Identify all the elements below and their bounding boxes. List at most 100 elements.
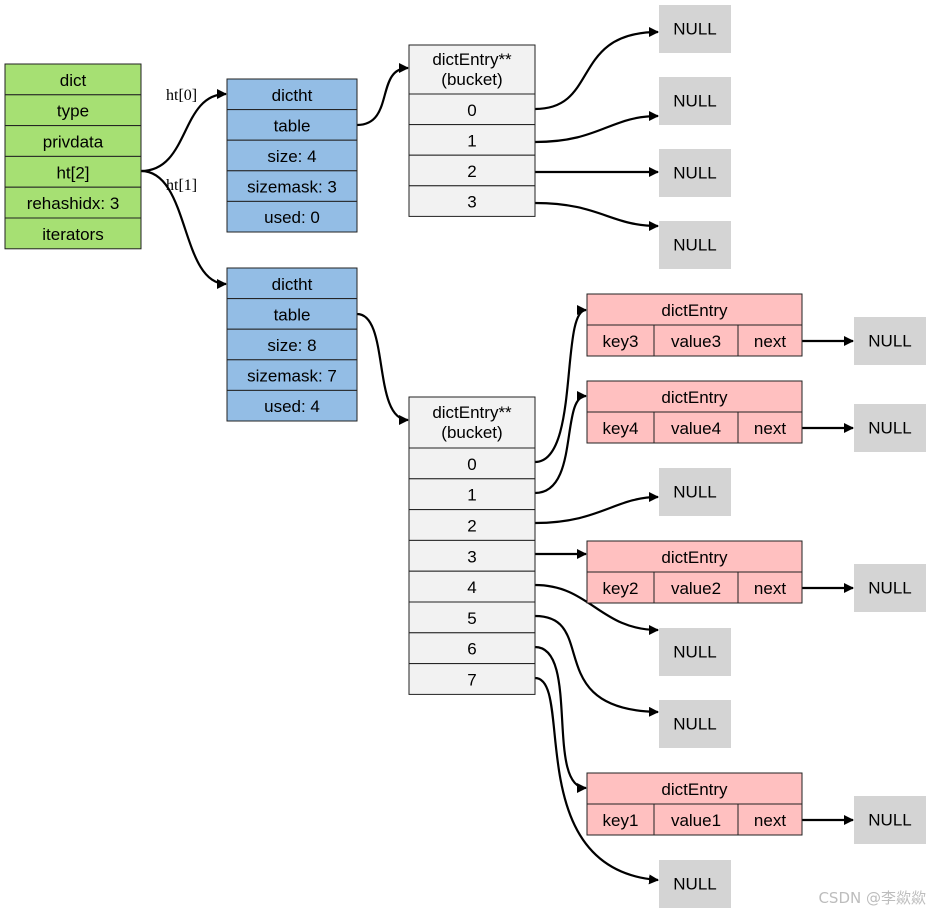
- bucket-array-1-slot-label: 2: [467, 517, 476, 536]
- dict-entry-title: dictEntry: [661, 780, 728, 799]
- bucket-array-0-header-title: dictEntry**: [432, 50, 512, 69]
- null-box-bg: [659, 468, 731, 516]
- dict-struct-cell: [4, 217, 142, 250]
- dict-entry-value-cell: [653, 571, 739, 604]
- dict-entry-next-cell: [737, 571, 803, 604]
- bucket-array-1-slot-label: 1: [467, 486, 476, 505]
- bucket-array-1-slot: [408, 570, 536, 603]
- null-box: NULL: [659, 149, 731, 197]
- null-box: NULL: [659, 628, 731, 676]
- bucket-array-1-slot-label: 4: [467, 578, 476, 597]
- dictht-0-field: sizemask: 3: [247, 178, 337, 197]
- dict-struct-field: type: [57, 102, 89, 121]
- edge-b1-slot0: [534, 305, 587, 464]
- dictht-1-cell: [226, 298, 358, 330]
- dict-struct-field: rehashidx: 3: [27, 194, 120, 213]
- dict-entry-value-cell: [653, 324, 739, 357]
- dict-entry-next: next: [754, 419, 786, 438]
- bucket-array-1-slot-label: 5: [467, 609, 476, 628]
- dict-entry-title: dictEntry: [661, 548, 728, 567]
- edge-b0-slot3: [534, 201, 659, 231]
- edge-b1-slot5: [534, 614, 659, 717]
- bucket-array-1-slot: [408, 663, 536, 695]
- dict-struct-field: ht[2]: [56, 163, 89, 182]
- edge-b1-slot4: [534, 583, 659, 635]
- bucket-array-0-header: [408, 44, 536, 95]
- null-label: NULL: [673, 875, 716, 894]
- dict-entry-title-cell: [586, 380, 803, 413]
- dictht-1-field: used: 4: [264, 397, 320, 416]
- dictht-0-cell: [226, 170, 358, 202]
- null-box: NULL: [854, 317, 926, 365]
- dict-entry-key: key3: [603, 332, 639, 351]
- dict-struct-field: privdata: [43, 133, 104, 152]
- bucket-array-0-slot-label: 2: [467, 162, 476, 181]
- edge-ht0: [140, 89, 227, 173]
- dict-entry-value-cell: [653, 803, 739, 836]
- dictht-1-cell: [226, 389, 358, 422]
- null-box-bg: [854, 404, 926, 452]
- dictht-1-field: dictht: [272, 275, 313, 294]
- edge-label-ht0: ht[0]: [166, 87, 197, 104]
- null-box-bg: [659, 628, 731, 676]
- edge-b0-slot1: [534, 111, 659, 144]
- bucket-array-0-header-subtitle: (bucket): [441, 70, 502, 89]
- edge-ht1: [140, 169, 227, 289]
- edge-b1-slot2: [534, 492, 659, 525]
- dictht-1-field: sizemask: 7: [247, 367, 337, 386]
- null-box: NULL: [854, 404, 926, 452]
- bucket-array-0-slot: [408, 93, 536, 126]
- bucket-array-0-slot-label: 3: [467, 193, 476, 212]
- bucket-array-1-slot-label: 0: [467, 455, 476, 474]
- null-box-bg: [659, 700, 731, 748]
- dictht-1-field: size: 8: [267, 336, 316, 355]
- null-box: NULL: [854, 564, 926, 612]
- dict-entry-key: key2: [603, 579, 639, 598]
- null-label: NULL: [868, 811, 911, 830]
- null-label: NULL: [673, 236, 716, 255]
- dict-struct-cell: [4, 94, 142, 127]
- bucket-array-1-slot-label: 3: [467, 547, 476, 566]
- null-label: NULL: [673, 483, 716, 502]
- null-box-bg: [659, 860, 731, 908]
- dictht-1-cell: [226, 328, 358, 361]
- bucket-array-1-slot: [408, 478, 536, 511]
- dictht-1-field: table: [274, 305, 311, 324]
- dict-struct-cell: [4, 125, 142, 157]
- null-box-bg: [854, 796, 926, 844]
- bucket-array-1-header-subtitle: (bucket): [441, 423, 502, 442]
- dictht-0-cell: [226, 200, 358, 233]
- edge-ht0-table: [356, 63, 409, 127]
- edges-layer: [140, 27, 854, 885]
- dict-entry-value: value1: [671, 811, 721, 830]
- dict-struct-cell: [4, 186, 142, 219]
- dictht-0-field: size: 4: [267, 147, 316, 166]
- dict-entry-next-cell: [737, 324, 803, 357]
- watermark: CSDN @李歘歘: [818, 889, 926, 907]
- null-box: NULL: [659, 221, 731, 269]
- dict-entry-key: key1: [603, 811, 639, 830]
- edge-b0-slot0: [534, 27, 659, 111]
- null-box: NULL: [659, 5, 731, 53]
- dictht-1: dictht table size: 8 sizemask: 7 used: 4: [226, 267, 358, 422]
- bucket-array-1-slot: [408, 632, 536, 665]
- dictht-0-field: dictht: [272, 86, 313, 105]
- dict-entry-next: next: [754, 579, 786, 598]
- null-box: NULL: [659, 860, 731, 908]
- null-label: NULL: [673, 164, 716, 183]
- null-box-bg: [659, 149, 731, 197]
- dict-entry-next-cell: [737, 411, 803, 444]
- dict-struct-field: dict: [60, 71, 87, 90]
- bucket-array-1-slot-label: 6: [467, 640, 476, 659]
- bucket-array-1-header-title: dictEntry**: [432, 403, 512, 422]
- bucket-array-0-slot-label: 0: [467, 101, 476, 120]
- edge-label-ht1: ht[1]: [166, 177, 197, 194]
- null-box-bg: [659, 77, 731, 125]
- bucket-array-1-slot: [408, 509, 536, 541]
